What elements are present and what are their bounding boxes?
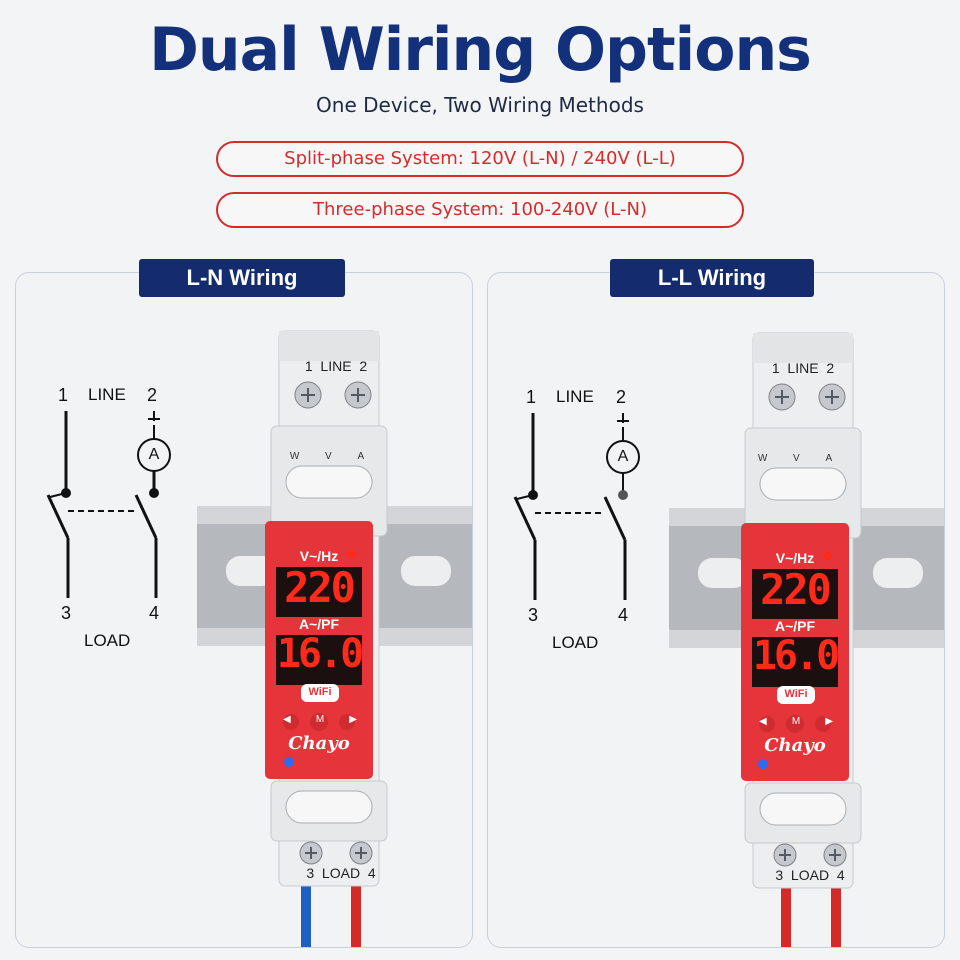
ln-sensor-labels: W V A: [277, 451, 377, 462]
ll-left-button[interactable]: ◀: [759, 716, 767, 727]
ll-sensor-w: W: [757, 453, 768, 464]
ln-left-button[interactable]: ◀: [283, 714, 291, 725]
ll-top-terminal-label: 1 LINE 2: [771, 360, 835, 376]
ll-sensor-v: V: [793, 453, 800, 464]
ln-sensor-v: V: [325, 451, 332, 462]
ln-current-readout: 16.0: [276, 631, 364, 677]
ammeter-icon: A: [148, 446, 160, 463]
ln-right-button[interactable]: ▶: [349, 714, 357, 725]
ln-brand-logo: Chayo: [288, 733, 350, 754]
ll-schematic: [513, 413, 640, 600]
ln-mode-button[interactable]: M: [315, 714, 325, 725]
ln-terminal-3: 3: [61, 603, 72, 623]
wire-red-1: [781, 881, 791, 947]
ll-sensor-a: A: [825, 453, 833, 464]
ln-sensor-a: A: [357, 451, 365, 462]
ll-sensor-labels: W V A: [745, 453, 845, 464]
ll-load-label: LOAD: [552, 633, 599, 652]
ll-voltage-readout: 220: [760, 565, 832, 614]
ll-terminal-2: 2: [616, 387, 627, 407]
ll-terminal-4: 4: [618, 605, 629, 625]
ll-device-illustration: [669, 332, 944, 947]
ln-load-label: LOAD: [84, 631, 131, 650]
ln-nav-buttons: ◀ M ▶: [283, 714, 357, 725]
wifi-icon: WiFi: [308, 686, 332, 698]
ln-bottom-terminal-label: 3 LOAD 4: [306, 865, 376, 881]
wire-red: [351, 881, 361, 947]
ln-label-vhz: V~/Hz: [299, 548, 339, 564]
ll-terminal-3: 3: [528, 605, 539, 625]
ll-label-vhz: V~/Hz: [775, 550, 815, 566]
ln-top-terminal-label: 1 LINE 2: [304, 358, 368, 374]
ll-right-button[interactable]: ▶: [825, 716, 833, 727]
page-title: Dual Wiring Options: [149, 15, 812, 85]
ll-wiring-panel: 1 LINE 2 W V A V~/Hz 220 A~/PF 16.0 WiFi…: [487, 272, 945, 948]
ll-bottom-terminal-label: 3 LOAD 4: [775, 867, 845, 883]
ln-terminal-1: 1: [58, 385, 69, 405]
ln-terminal-2: 2: [147, 385, 158, 405]
wire-blue: [301, 881, 311, 947]
ln-label-apf: A~/PF: [298, 616, 340, 632]
wifi-icon: WiFi: [784, 688, 808, 700]
page-subtitle: One Device, Two Wiring Methods: [316, 93, 644, 117]
ammeter-icon: A: [617, 448, 629, 465]
three-phase-pill: Three-phase System: 100-240V (L-N): [216, 192, 744, 228]
wire-red-2: [831, 881, 841, 947]
ln-wiring-panel: 1 LINE 2 W V A V~/Hz 220 A~/PF 16.0 WiFi…: [15, 272, 473, 948]
ln-schematic: [46, 411, 171, 598]
ln-terminal-4: 4: [149, 603, 160, 623]
split-phase-pill: Split-phase System: 120V (L-N) / 240V (L…: [216, 141, 744, 177]
ll-terminal-1: 1: [526, 387, 537, 407]
ln-voltage-readout: 220: [284, 563, 356, 612]
ll-brand-logo: Chayo: [764, 735, 826, 756]
ln-device-illustration: [197, 330, 472, 947]
ll-nav-buttons: ◀ M ▶: [759, 716, 833, 727]
ll-mode-button[interactable]: M: [791, 716, 801, 727]
ll-label-apf: A~/PF: [774, 618, 816, 634]
ln-sensor-w: W: [289, 451, 300, 462]
ll-wiring-tag: L-L Wiring: [610, 259, 814, 297]
ln-wiring-tag: L-N Wiring: [139, 259, 345, 297]
ll-current-readout: 16.0: [752, 633, 840, 679]
ll-line-label: LINE: [556, 387, 594, 406]
ln-line-label: LINE: [88, 385, 126, 404]
